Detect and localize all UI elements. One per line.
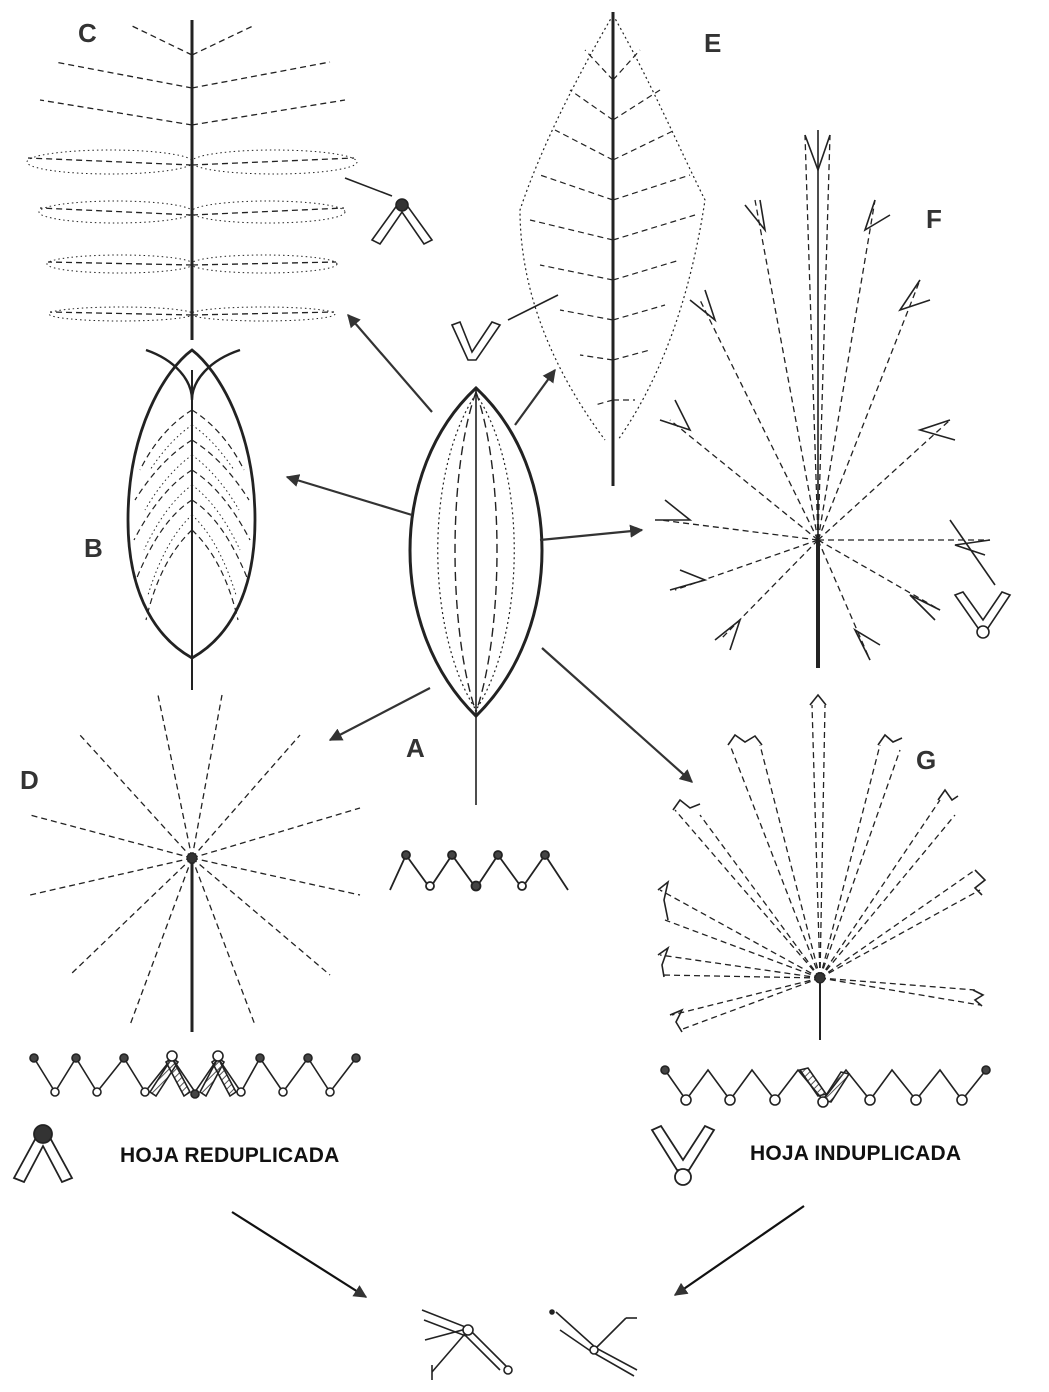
panel-label-a: A (406, 733, 425, 764)
panel-label-e: E (704, 28, 721, 59)
induplicate-fold-icon (652, 1126, 714, 1185)
panel-label-g: G (916, 745, 936, 776)
leaf-a (410, 388, 542, 805)
arrow-a-to-f (540, 530, 642, 540)
fold-icon-c (345, 178, 432, 244)
caption-induplicate: HOJA INDUPLICADA (750, 1142, 961, 1166)
fold-detail-reduplicate (422, 1310, 512, 1380)
arrow-a-to-b (287, 477, 412, 515)
fold-icon-f (950, 520, 1010, 638)
fold-zigzag-g (661, 1066, 990, 1107)
panel-label-c: C (78, 18, 97, 49)
arrow-a-to-g (542, 648, 692, 782)
fold-detail-induplicate (550, 1310, 637, 1376)
panel-label-f: F (926, 204, 942, 235)
caption-reduplicate: HOJA REDUPLICADA (120, 1144, 339, 1168)
leaf-c (27, 20, 357, 340)
arrow-reduplicate-down (232, 1212, 366, 1297)
panel-label-d: D (20, 765, 39, 796)
arrow-a-to-e (515, 370, 555, 425)
leaf-d (30, 695, 360, 1032)
leaf-b (128, 350, 255, 690)
reduplicate-fold-icon (14, 1125, 72, 1182)
leaf-e (520, 12, 705, 486)
panel-label-b: B (84, 533, 103, 564)
arrow-a-to-c (348, 315, 432, 412)
fold-zigzag-d (30, 1051, 360, 1098)
fold-zigzag-a (390, 851, 568, 891)
arrow-induplicate-down (675, 1206, 804, 1295)
